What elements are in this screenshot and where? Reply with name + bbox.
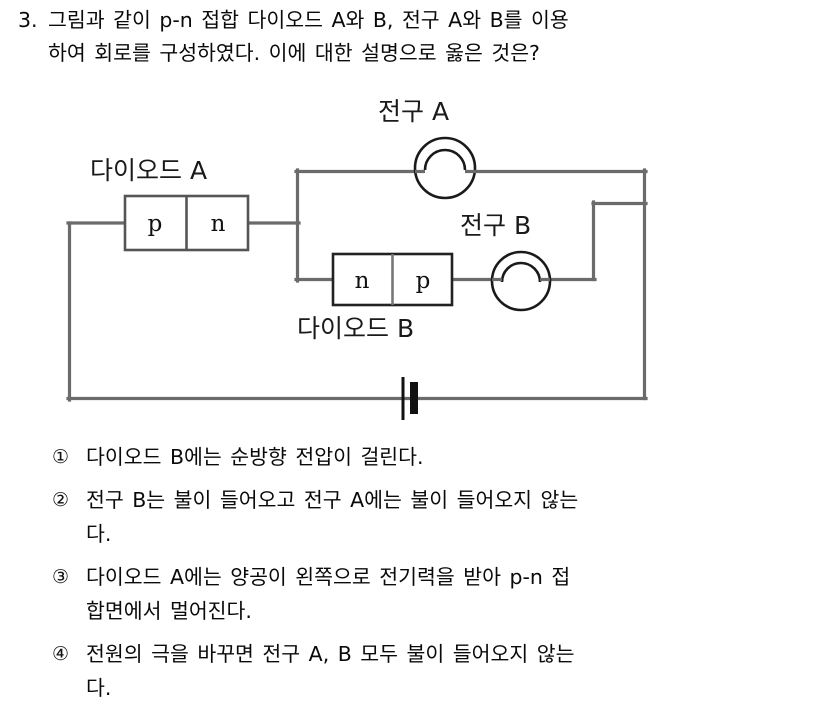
answer-choice-4-text: 전원의 극을 바꾸면 전구 A, B 모두 불이 들어오지 않는 다. — [86, 637, 826, 705]
diode-b-right-region-label: p — [416, 268, 431, 294]
answer-choices-list: ① 다이오드 B에는 순방향 전압이 걸린다. ② 전구 B는 불이 들어오고 … — [52, 440, 826, 714]
battery-symbol — [401, 377, 418, 420]
answer-choice-3-line-2: 합면에서 멀어진다. — [86, 599, 252, 623]
lamp-a-outer-circle — [413, 136, 477, 200]
answer-choice-3-line-1: 다이오드 A에는 양공이 왼쪽으로 전기력을 받아 p-n 접 — [86, 565, 571, 589]
diode-b-symbol: n p — [331, 252, 454, 307]
answer-choice-4[interactable]: ④ 전원의 극을 바꾸면 전구 A, B 모두 불이 들어오지 않는 다. — [52, 637, 826, 705]
diode-a-right-region-label: n — [211, 211, 226, 237]
answer-choice-1-text: 다이오드 B에는 순방향 전압이 걸린다. — [86, 440, 826, 474]
lamp-b-inner-arc — [500, 261, 542, 283]
answer-choice-2-text: 전구 B는 불이 들어오고 전구 A에는 불이 들어오지 않는 다. — [86, 483, 826, 551]
answer-choice-1[interactable]: ① 다이오드 B에는 순방향 전압이 걸린다. — [52, 440, 826, 474]
lamp-a-symbol — [413, 136, 477, 200]
diode-a-label: 다이오드 A — [90, 156, 207, 185]
question-row: 3. 그림과 같이 p-n 접합 다이오드 A와 B, 전구 A와 B를 이용 … — [18, 4, 814, 70]
circuit-diagram-figure: p n 다이오드 A n p 다이오드 B 전구 A 전구 B — [0, 82, 826, 432]
lamp-a-label: 전구 A — [378, 97, 449, 126]
diode-a-left-region-label: p — [148, 211, 163, 237]
answer-choice-4-line-2: 다. — [86, 676, 112, 700]
answer-choice-2[interactable]: ② 전구 B는 불이 들어오고 전구 A에는 불이 들어오지 않는 다. — [52, 483, 826, 551]
diode-b-label: 다이오드 B — [297, 314, 414, 343]
lamp-b-symbol — [490, 250, 552, 312]
diode-a-symbol: p n — [123, 194, 250, 252]
answer-choice-4-marker: ④ — [52, 643, 70, 665]
answer-choice-2-line-2: 다. — [86, 522, 112, 546]
question-stem: 3. 그림과 같이 p-n 접합 다이오드 A와 B, 전구 A와 B를 이용 … — [18, 4, 814, 70]
question-number: 3. — [18, 8, 38, 32]
answer-choice-4-line-1: 전원의 극을 바꾸면 전구 A, B 모두 불이 들어오지 않는 — [86, 642, 575, 666]
answer-choice-3-text: 다이오드 A에는 양공이 왼쪽으로 전기력을 받아 p-n 접 합면에서 멀어진… — [86, 560, 826, 628]
question-line-1: 그림과 같이 p-n 접합 다이오드 A와 B, 전구 A와 B를 이용 — [48, 8, 569, 32]
answer-choice-1-marker: ① — [52, 446, 70, 468]
answer-choice-1-line-1: 다이오드 B에는 순방향 전압이 걸린다. — [86, 445, 424, 469]
diode-b-left-region-label: n — [355, 268, 370, 294]
answer-choice-2-line-1: 전구 B는 불이 들어오고 전구 A에는 불이 들어오지 않는 — [86, 488, 579, 512]
answer-choice-2-marker: ② — [52, 489, 70, 511]
question-text: 그림과 같이 p-n 접합 다이오드 A와 B, 전구 A와 B를 이용 하여 … — [48, 4, 814, 70]
question-line-2: 하여 회로를 구성하였다. 이에 대한 설명으로 옳은 것은? — [48, 41, 540, 65]
lamp-a-inner-arc — [423, 148, 467, 171]
answer-choice-3[interactable]: ③ 다이오드 A에는 양공이 왼쪽으로 전기력을 받아 p-n 접 합면에서 멀… — [52, 560, 826, 628]
lamp-b-label: 전구 B — [460, 211, 531, 240]
answer-choice-3-marker: ③ — [52, 566, 70, 588]
